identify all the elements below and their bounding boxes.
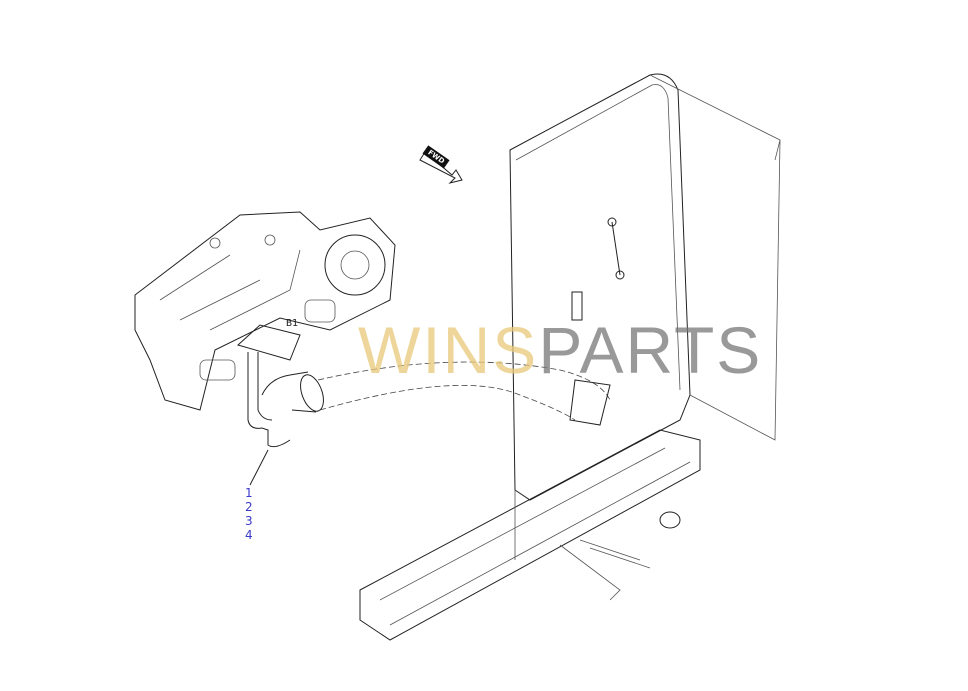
watermark-part1: WINS bbox=[358, 313, 539, 387]
callout-link-4[interactable]: 4 bbox=[245, 528, 253, 542]
callout-link-1[interactable]: 1 bbox=[245, 486, 253, 500]
cab-outline bbox=[359, 73, 781, 641]
callout-link-2[interactable]: 2 bbox=[245, 500, 253, 514]
hose-parts bbox=[247, 352, 611, 486]
callout-link-3[interactable]: 3 bbox=[245, 514, 253, 528]
view-label-b1: B1 bbox=[286, 318, 299, 329]
watermark-logo: WINSPARTS bbox=[358, 312, 762, 388]
callout-list: 1 2 3 4 bbox=[245, 486, 253, 542]
watermark-part2: PARTS bbox=[538, 313, 763, 387]
pump-assembly bbox=[134, 211, 396, 411]
